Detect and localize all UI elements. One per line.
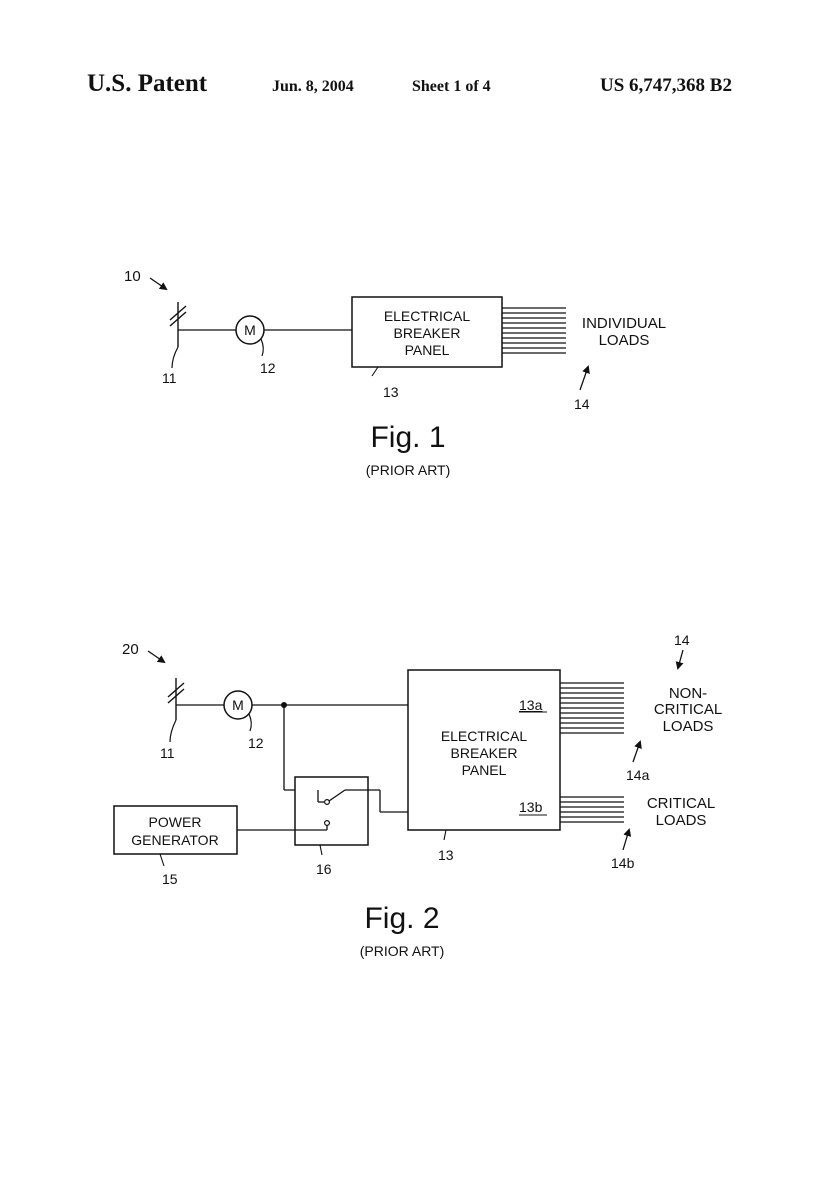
fig2-critical-feeders [560,796,624,823]
fig1-panel-line-1: ELECTRICAL [384,308,471,324]
fig1-meter-symbol: M [244,322,256,338]
fig1-ref-system: 10 [124,268,141,285]
fig2-ref-critical: 14b [611,855,635,871]
fig2-ref-system-arrow [147,650,166,664]
fig2-panel-section-b: 13b [519,799,543,815]
fig2-ref-noncritical-arrow [632,740,642,763]
fig1-ref-loads: 14 [574,396,590,412]
fig2-generator-line-2: GENERATOR [131,832,218,848]
fig2-ref-meter: 12 [248,735,264,751]
fig2-panel-section-a: 13a [519,697,543,713]
header-patent-number: US 6,747,368 B2 [600,75,732,96]
figure-1: 10 11 M 12 ELECTRICAL [124,268,666,478]
fig2-transfer-switch [294,776,369,846]
fig2-ref-critical-arrow [622,828,632,851]
fig1-ref-line: 11 [162,370,177,386]
fig1-panel-line-2: BREAKER [394,325,461,341]
fig2-ref-noncritical: 14a [626,767,650,783]
fig2-subcaption: (PRIOR ART) [360,943,445,959]
fig2-ref-loads-arrow [675,649,684,670]
fig2-panel-line-3: PANEL [462,762,507,778]
header-date: Jun. 8, 2004 [272,78,354,95]
fig2-noncritical-line-3: LOADS [663,718,714,735]
fig2-ref-panel-leader [443,829,447,841]
fig2-ref-panel: 13 [438,847,454,863]
fig2-panel-line-2: BREAKER [451,745,518,761]
fig2-meter: M [223,690,253,732]
fig2-ref-system: 20 [122,641,139,658]
fig1-ref-system-arrow [149,277,168,291]
fig1-ref-loads-arrow [579,365,590,391]
fig2-caption: Fig. 2 [364,902,439,935]
header-brand: U.S. Patent [87,70,208,97]
fig1-loads-line-1: INDIVIDUAL [582,315,666,332]
fig2-utility-line-symbol [167,678,185,743]
fig2-noncritical-feeders [560,682,624,734]
fig1-loads-line-2: LOADS [599,332,650,349]
fig2-power-generator: POWER GENERATOR [113,805,238,855]
figure-2: 20 11 M 12 [113,632,722,959]
fig2-ref-line: 11 [160,745,175,761]
fig1-ref-meter: 12 [260,360,276,376]
fig1-ref-panel-leader [371,366,379,377]
fig2-ref-switch: 16 [316,861,332,877]
fig2-noncritical-line-1: NON- [669,685,707,702]
fig1-utility-line-symbol [169,302,187,369]
fig2-ref-loads: 14 [674,632,690,648]
fig1-meter: M [235,315,265,357]
fig2-ref-generator: 15 [162,871,178,887]
header-sheet: Sheet 1 of 4 [412,78,491,95]
fig2-breaker-panel: ELECTRICAL BREAKER PANEL 13a 13b [407,669,561,831]
fig1-ref-panel: 13 [383,384,399,400]
fig2-meter-symbol: M [232,697,244,713]
fig2-noncritical-line-2: CRITICAL [654,701,722,718]
fig1-subcaption: (PRIOR ART) [366,462,451,478]
fig1-panel-line-3: PANEL [405,342,450,358]
fig2-ref-switch-leader [319,844,323,856]
fig1-caption: Fig. 1 [370,421,445,454]
fig2-critical-line-1: CRITICAL [647,795,715,812]
fig1-load-feeders [502,307,566,354]
fig2-generator-line-1: POWER [149,814,202,830]
fig2-ref-generator-leader [159,853,165,867]
fig2-critical-line-2: LOADS [656,812,707,829]
fig1-breaker-panel: ELECTRICAL BREAKER PANEL [351,296,503,368]
fig2-panel-line-1: ELECTRICAL [441,728,528,744]
